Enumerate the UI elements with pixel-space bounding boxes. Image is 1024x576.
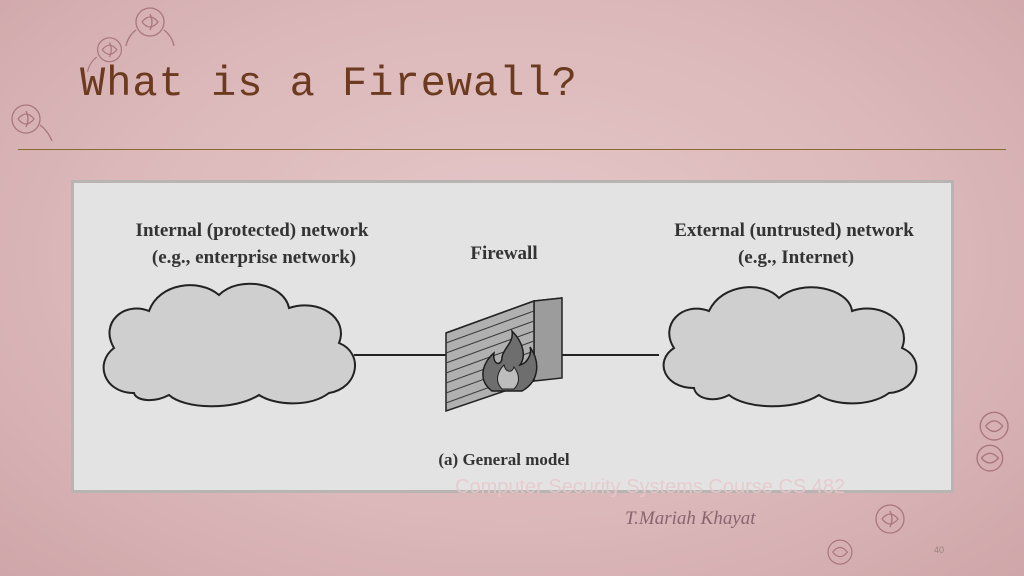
rose-ornament-icon [827, 539, 853, 565]
firewall-diagram-panel: Internal (protected) network (e.g., ente… [71, 180, 954, 493]
diagram-caption: (a) General model [438, 450, 570, 469]
footer-watermark: Computer Security Systems Course CS 482 [455, 476, 846, 498]
rose-ornament-icon [976, 411, 1009, 472]
external-network-label: External (untrusted) network [674, 220, 914, 241]
page-number: 40 [934, 545, 945, 555]
flame-icon [482, 328, 538, 392]
cloud-icon [102, 282, 356, 408]
page-title: What is a Firewall? [80, 60, 578, 108]
internal-network-example: (e.g., enterprise network) [152, 247, 356, 268]
brick-wall-icon [445, 297, 563, 413]
external-network-example: (e.g., Internet) [738, 247, 854, 268]
internal-network-label: Internal (protected) network [136, 220, 369, 241]
title-divider [18, 149, 1006, 150]
cloud-icon [662, 286, 918, 408]
author-name: T.Mariah Khayat [625, 508, 756, 529]
firewall-diagram: Internal (protected) network (e.g., ente… [102, 220, 918, 469]
rose-ornament-icon [11, 104, 53, 142]
firewall-label: Firewall [470, 243, 537, 264]
rose-ornament-icon [875, 504, 905, 534]
rose-ornament-icon [125, 7, 175, 47]
rose-ornament-icon [86, 37, 123, 72]
